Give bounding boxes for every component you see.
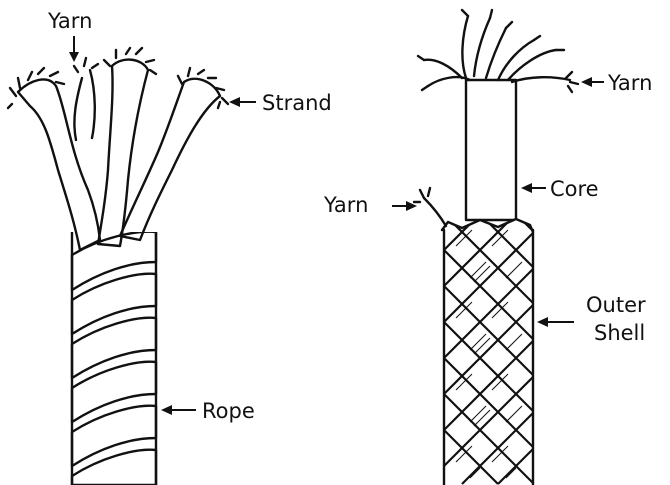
label-strand: Strand bbox=[229, 91, 332, 115]
label-yarn-top-right: Yarn bbox=[581, 71, 652, 95]
label-outer-shell: Outer Shell bbox=[537, 293, 646, 345]
yarn-label-top: Yarn bbox=[607, 71, 652, 95]
yarn-label-side: Yarn bbox=[323, 193, 368, 217]
laid-rope-body bbox=[70, 232, 158, 485]
label-rope: Rope bbox=[161, 399, 255, 423]
laid-strands bbox=[8, 48, 228, 250]
rope-label: Rope bbox=[202, 399, 255, 423]
label-yarn-side: Yarn bbox=[323, 193, 417, 217]
outer-shell-label-line1: Outer bbox=[586, 293, 646, 317]
outer-shell-label-line2: Shell bbox=[594, 321, 645, 345]
label-yarn-left: Yarn bbox=[47, 9, 92, 62]
core-label: Core bbox=[550, 177, 599, 201]
strand-right bbox=[120, 79, 220, 240]
strand-middle bbox=[98, 60, 148, 246]
braided-outer-shell bbox=[442, 214, 534, 485]
strand-label: Strand bbox=[262, 91, 332, 115]
braided-rope: Yarn Core Yarn Outer Shell bbox=[323, 10, 652, 485]
yarn-label-left: Yarn bbox=[47, 9, 92, 33]
loose-yarn bbox=[74, 70, 94, 140]
side-yarn bbox=[414, 188, 446, 226]
label-core: Core bbox=[521, 177, 599, 201]
braided-core bbox=[466, 80, 516, 220]
laid-rope: Yarn Strand Rope bbox=[8, 9, 332, 485]
strand-left bbox=[18, 79, 100, 250]
